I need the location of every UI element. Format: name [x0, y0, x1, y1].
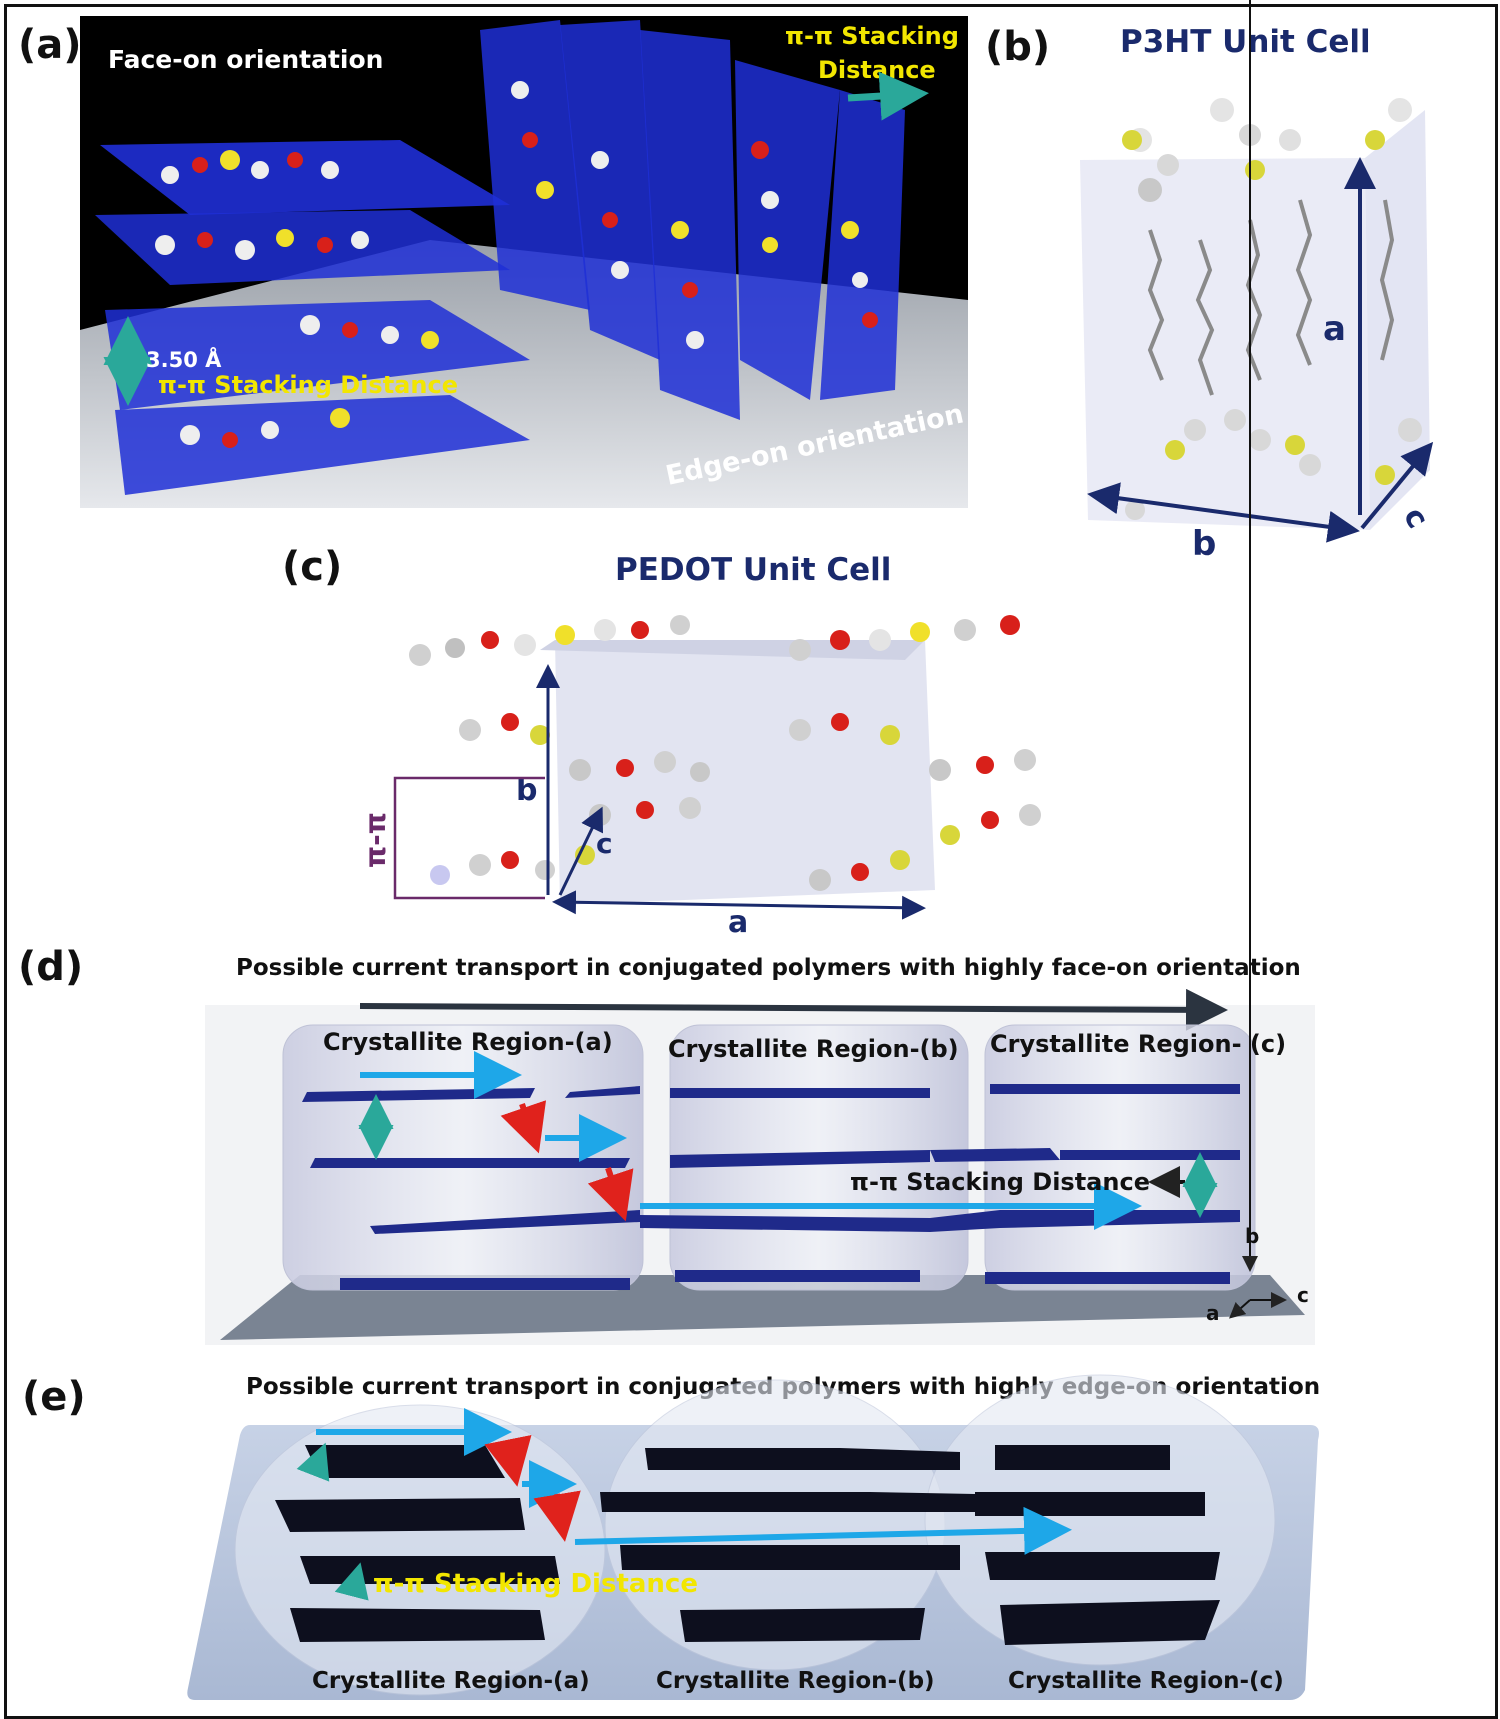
d-red-arrow-2 [587, 1167, 634, 1222]
panel-a-label: (a) [18, 22, 82, 68]
pedot-axis-c-arrow [558, 806, 603, 896]
panel-d-title: Possible current transport in conjugated… [236, 955, 1301, 981]
pedot-axis-b: b [516, 773, 537, 808]
e-red-arrow-1 [484, 1434, 532, 1487]
d-region-b-label: Crystallite Region-(b) [668, 1035, 959, 1063]
pedot-cell-face [555, 640, 935, 905]
panel-d: (d) Possible current transport in conjug… [18, 0, 1315, 1345]
e-red-arrow-2 [533, 1490, 581, 1542]
face-on-sheet-2 [95, 210, 510, 285]
d-axis-c: c [1297, 1283, 1309, 1307]
pipi-bracket [393, 776, 545, 900]
panel-d-base [220, 1275, 1305, 1340]
panel-a: (a) Face-on orientation π-π Stacking Dis… [18, 16, 968, 508]
pedot-chains [409, 615, 1041, 891]
e-stacking-label: π-π Stacking Distance [373, 1569, 698, 1599]
panel-b-label: (b) [985, 24, 1050, 70]
stacking-arrow-top [847, 71, 929, 121]
face-on-sheet-4 [115, 395, 530, 495]
d-axis-b: b [1245, 1224, 1259, 1248]
d-stacking-label: π-π Stacking Distance [850, 1168, 1150, 1196]
pedot-title: PEDOT Unit Cell [615, 552, 891, 588]
pipi-label: π-π [359, 812, 392, 868]
p3ht-axis-b: b [1192, 524, 1216, 564]
edge-on-sheet-1 [480, 20, 590, 310]
pedot-axis-c: c [596, 827, 613, 860]
p3ht-axis-a: a [1323, 309, 1346, 349]
figure-frame [4, 4, 1498, 1719]
panel-d-label: (d) [18, 944, 83, 990]
panel-c: (c) PEDOT Unit Cell b c [282, 544, 1041, 940]
stacking-distance-top-line1: π-π Stacking [785, 22, 959, 50]
panel-b: (b) P3HT Unit Cell a b c [985, 24, 1445, 570]
d-region-c-label: Crystallite Region- (c) [990, 1030, 1286, 1058]
p3ht-title: P3HT Unit Cell [1120, 24, 1371, 60]
side-chains [1147, 199, 1395, 396]
d-triad-a-arrow [1229, 1299, 1251, 1319]
panel-e-label: (e) [22, 1374, 86, 1420]
panel-e: (e) Possible current transport in conjug… [22, 1374, 1320, 1700]
e-region-b-label: Crystallite Region-(b) [656, 1668, 935, 1694]
d-axis-a: a [1206, 1301, 1220, 1325]
molecule-atoms [155, 81, 878, 448]
p3ht-cell-side [1365, 110, 1430, 530]
panel-c-label: (c) [282, 544, 342, 590]
p3ht-axis-b-arrow [1087, 482, 1360, 543]
pedot-cell-top [540, 640, 925, 660]
e-cyan-arrow-long [574, 1506, 1072, 1555]
e-region-c-label: Crystallite Region-(c) [1008, 1668, 1284, 1694]
face-on-sheet-3 [105, 300, 530, 410]
e-teal-arrow-top [296, 1442, 330, 1482]
edge-on-sheet-3 [640, 30, 740, 420]
edge-on-sheet-5 [820, 90, 905, 400]
stacking-distance-top-line2: Distance [818, 56, 936, 84]
d-red-arrow-1 [500, 1100, 547, 1154]
cylinder-region-a [282, 1024, 644, 1291]
pedot-axis-a-arrow [552, 890, 926, 920]
face-on-label: Face-on orientation [108, 45, 383, 74]
distance-value: 3.50 Å [146, 347, 222, 372]
pedot-axis-a: a [728, 905, 748, 940]
panel-d-sheets [302, 1084, 1240, 1290]
d-region-a-label: Crystallite Region-(a) [323, 1028, 613, 1056]
e-region-a-label: Crystallite Region-(a) [312, 1668, 590, 1694]
panel-d-top-arrow [359, 988, 1228, 1031]
edge-on-sheet-2 [560, 20, 660, 360]
panel-e-sheets [275, 1445, 1220, 1645]
p3ht-axis-c-arrow [1360, 441, 1434, 530]
e-teal-arrow-bottom [334, 1562, 369, 1601]
stacking-distance-bottom: π-π Stacking Distance [158, 371, 458, 399]
